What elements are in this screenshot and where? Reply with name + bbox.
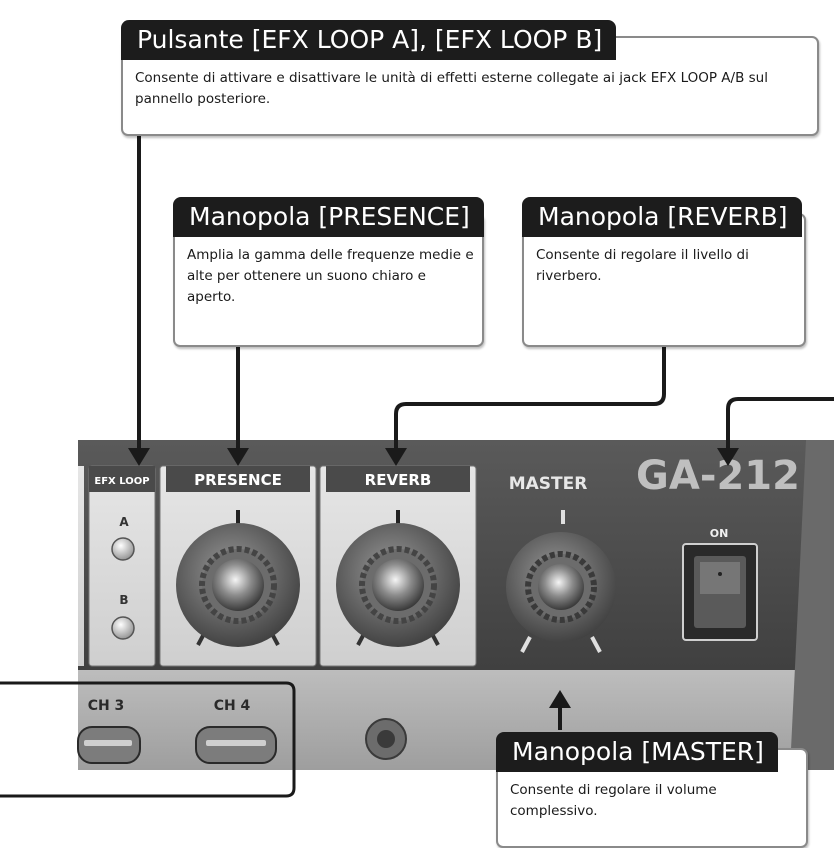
efx-loop-callout-title: Pulsante [EFX LOOP A], [EFX LOOP B]	[121, 20, 617, 60]
ch4-label: CH 4	[214, 698, 251, 714]
presence-callout-body: Amplia la gamma delle frequenze medie e …	[187, 247, 474, 305]
presence-knob[interactable]	[212, 559, 264, 611]
button-a-label: A	[119, 515, 129, 529]
efx-loop-label: EFX LOOP	[94, 476, 149, 487]
button-b-label: B	[119, 593, 128, 607]
presence-label: PRESENCE	[194, 471, 282, 489]
efx-loop-a-button[interactable]	[111, 537, 135, 561]
presence-callout: Manopola [PRESENCE] Amplia la gamma dell…	[173, 197, 484, 347]
reverb-knob[interactable]	[372, 559, 424, 611]
presence-callout-title: Manopola [PRESENCE]	[173, 197, 484, 237]
reverb-label: REVERB	[365, 471, 432, 489]
master-label: MASTER	[509, 474, 588, 494]
reverb-callout-title: Manopola [REVERB]	[522, 197, 802, 237]
channel-buttons: CH 3 CH 4	[77, 698, 277, 764]
model-logo: GA-212	[636, 453, 800, 499]
channel-bracket	[0, 681, 296, 798]
callout-connectors	[128, 133, 834, 730]
ch3-label: CH 3	[88, 698, 125, 714]
master-knob[interactable]	[538, 564, 584, 610]
reverb-callout-body: Consente di regolare il livello di river…	[536, 247, 749, 284]
master-callout: Manopola [MASTER] Consente di regolare i…	[496, 732, 808, 848]
efx-loop-b-button[interactable]	[111, 616, 135, 640]
master-section: MASTER	[506, 474, 616, 653]
presence-section: PRESENCE	[159, 465, 317, 667]
master-callout-body: Consente di regolare il volume complessi…	[510, 782, 717, 819]
power-on-label: ON	[710, 527, 729, 540]
power-switch-section: ON	[682, 527, 758, 641]
efx-loop-callout: Pulsante [EFX LOOP A], [EFX LOOP B] Cons…	[121, 20, 819, 136]
efx-loop-callout-body: Consente di attivare e disattivare le un…	[135, 70, 768, 107]
panel-right-edge	[790, 440, 834, 770]
efx-loop-section: EFX LOOP A B	[88, 465, 156, 667]
reverb-section: REVERB	[319, 465, 477, 667]
master-callout-title: Manopola [MASTER]	[496, 732, 778, 772]
reverb-callout: Manopola [REVERB] Consente di regolare i…	[522, 197, 806, 347]
